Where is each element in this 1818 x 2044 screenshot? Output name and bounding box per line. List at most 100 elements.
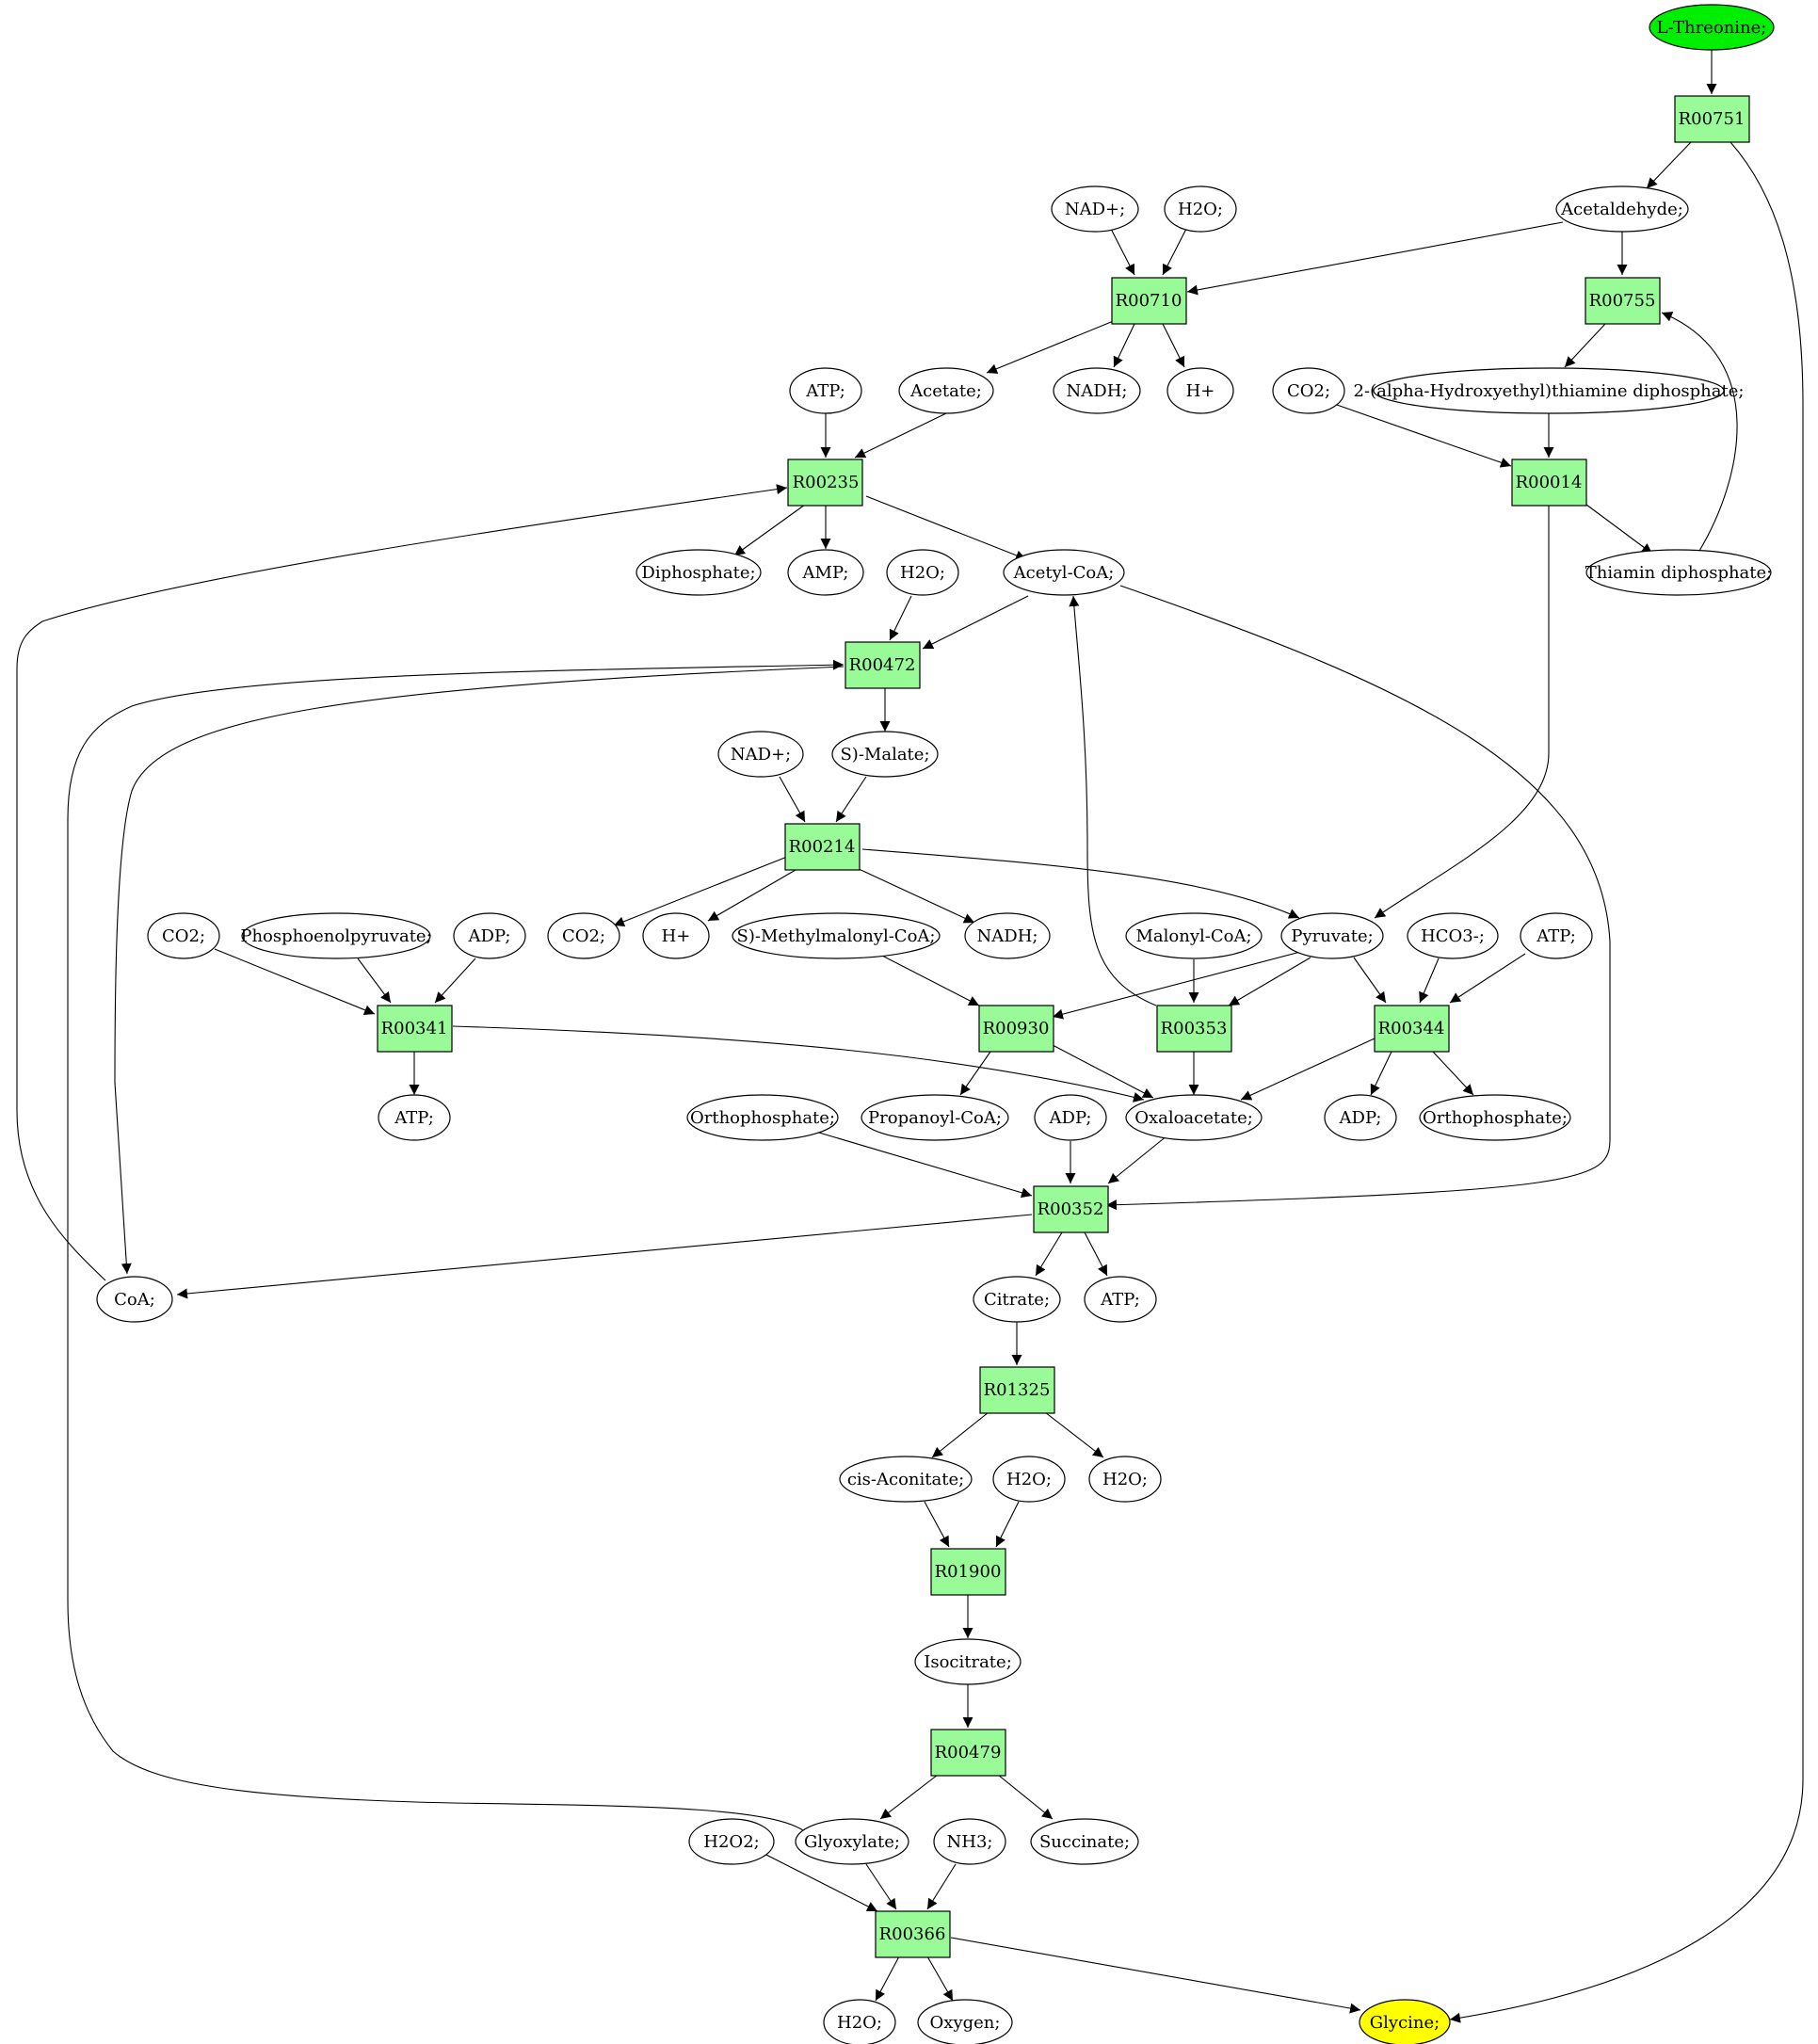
metabolite-label: ATP; [1536,926,1576,946]
edge [922,595,1029,650]
edge [1113,323,1135,368]
edge [452,1025,1145,1102]
metabolite-h2o[interactable]: H2O; [1088,1456,1162,1503]
metabolite-atp[interactable]: ATP; [378,1094,451,1141]
reaction-r00214[interactable]: R00214 [784,823,861,871]
reaction-r00014[interactable]: R00014 [1511,459,1587,507]
metabolite-hetpp[interactable]: 2-(alpha-Hydroxyethyl)thiamine diphospha… [1354,367,1745,414]
reaction-r00353[interactable]: R00353 [1156,1005,1232,1053]
metabolite-co2[interactable]: CO2; [147,912,220,959]
edge [1110,228,1135,276]
reaction-r00341[interactable]: R00341 [377,1005,453,1053]
metabolite-citrate[interactable]: Citrate; [973,1276,1061,1323]
metabolite-phosphoenolpyruvate[interactable]: Phosphoenolpyruvate; [240,912,432,959]
metabolite-label: Glyoxylate; [804,1832,900,1852]
metabolite-nadh[interactable]: NADH; [964,912,1051,959]
metabolite-label: H2O; [837,2013,882,2033]
metabolite-orthophosphate[interactable]: Orthophosphate; [1419,1094,1571,1141]
metabolite-h-plus[interactable]: H+ [1166,367,1234,414]
metabolite-nadh[interactable]: NADH; [1053,367,1141,414]
metabolite-methylmalonyl-coa[interactable]: S)-Methylmalonyl-CoA; [732,912,941,959]
metabolite-malonyl-coa[interactable]: Malonyl-CoA; [1125,912,1263,959]
metabolite-label: Diphosphate; [641,563,755,583]
metabolite-diphosphate[interactable]: Diphosphate; [635,549,762,596]
reaction-label: R00235 [793,473,860,492]
metabolite-atp[interactable]: ATP; [789,367,862,414]
metabolite-l-threonine[interactable]: L-Threonine; [1649,4,1775,51]
metabolite-coa[interactable]: CoA; [96,1276,173,1323]
edge [856,867,975,924]
metabolite-glyoxylate[interactable]: Glyoxylate; [795,1818,909,1865]
metabolite-h2o[interactable]: H2O; [1164,185,1237,233]
metabolite-nad[interactable]: NAD+; [717,731,804,778]
reaction-r00344[interactable]: R00344 [1374,1005,1450,1053]
metabolite-label: H2O; [1006,1470,1052,1489]
metabolite-h2o[interactable]: H2O; [886,549,959,596]
metabolite-co2[interactable]: CO2; [547,912,620,959]
reaction-r00366[interactable]: R00366 [875,1910,951,1958]
metabolite-label: CO2; [1287,381,1330,401]
reaction-r00930[interactable]: R00930 [978,1005,1054,1053]
metabolite-label: AMP; [802,563,849,583]
metabolite-label: NH3; [947,1832,993,1852]
reaction-label: R00352 [1038,1199,1104,1219]
metabolite-h2o[interactable]: H2O; [823,1999,896,2044]
metabolite-label: Propanoyl-CoA; [868,1108,1002,1128]
metabolite-acetyl-coa[interactable]: Acetyl-CoA; [1003,549,1125,596]
edge [854,412,947,459]
metabolite-nh3[interactable]: NH3; [933,1818,1006,1865]
metabolite-adp[interactable]: ADP; [453,912,526,959]
reaction-r00352[interactable]: R00352 [1033,1185,1109,1233]
metabolite-label: H2O; [1102,1470,1148,1489]
edge [1105,585,1611,1211]
metabolite-label: Orthophosphate; [690,1108,835,1128]
reaction-r01325[interactable]: R01325 [979,1366,1055,1414]
metabolite-label: CO2; [562,926,605,946]
metabolite-co2[interactable]: CO2; [1272,367,1345,414]
reaction-r01900[interactable]: R01900 [930,1548,1006,1596]
metabolite-oxygen[interactable]: Oxygen; [917,1999,1013,2044]
edge [760,1851,878,1912]
edge [1353,957,1387,1004]
metabolite-propanoyl-coa[interactable]: Propanoyl-CoA; [861,1094,1009,1141]
reaction-r00755[interactable]: R00755 [1585,277,1661,325]
metabolite-label: Citrate; [984,1290,1050,1310]
reaction-r00235[interactable]: R00235 [787,459,863,507]
metabolite-oxaloacetate[interactable]: Oxaloacetate; [1125,1094,1263,1141]
edge [924,1501,950,1548]
metabolite-succinate[interactable]: Succinate; [1030,1818,1139,1865]
metabolite-label: Acetyl-CoA; [1013,563,1115,583]
edge [1449,953,1526,1004]
metabolite-pyruvate[interactable]: Pyruvate; [1280,912,1384,959]
metabolite-adp[interactable]: ADP; [1034,1094,1107,1141]
edge [1564,323,1606,368]
metabolite-acetaldehyde[interactable]: Acetaldehyde; [1555,185,1689,233]
metabolite-isocitrate[interactable]: Isocitrate; [914,1638,1022,1685]
metabolite-orthophosphate[interactable]: Orthophosphate; [686,1094,839,1141]
metabolite-adp[interactable]: ADP; [1324,1094,1397,1141]
metabolite-atp[interactable]: ATP; [1520,912,1593,959]
reaction-label: R00710 [1116,291,1183,311]
metabolite-label: NADH; [977,926,1038,946]
metabolite-h2o[interactable]: H2O; [992,1456,1066,1503]
metabolite-amp[interactable]: AMP; [787,549,864,596]
reaction-r00472[interactable]: R00472 [845,641,921,689]
metabolite-atp[interactable]: ATP; [1084,1276,1157,1323]
reaction-r00479[interactable]: R00479 [930,1729,1006,1777]
metabolite-h-plus[interactable]: H+ [642,912,710,959]
edge [1186,221,1564,296]
reaction-r00710[interactable]: R00710 [1111,277,1187,325]
metabolite-h2o2[interactable]: H2O2; [688,1818,775,1865]
metabolite-cis-aconitate[interactable]: cis-Aconitate; [839,1456,973,1503]
metabolite-hco3[interactable]: HCO3-; [1407,912,1499,959]
pathway-edges [16,50,1804,2023]
metabolite-label: HCO3-; [1421,926,1485,946]
edge [986,319,1117,374]
metabolite-nad[interactable]: NAD+; [1051,185,1139,233]
metabolite-acetate[interactable]: Acetate; [898,367,994,414]
metabolite-thiamin-diphosphate[interactable]: Thiamin diphosphate; [1585,549,1773,596]
reaction-r00751[interactable]: R00751 [1674,95,1750,143]
metabolite-glycine[interactable]: Glycine; [1359,1999,1451,2044]
metabolite-s-malate[interactable]: S)-Malate; [831,731,939,778]
